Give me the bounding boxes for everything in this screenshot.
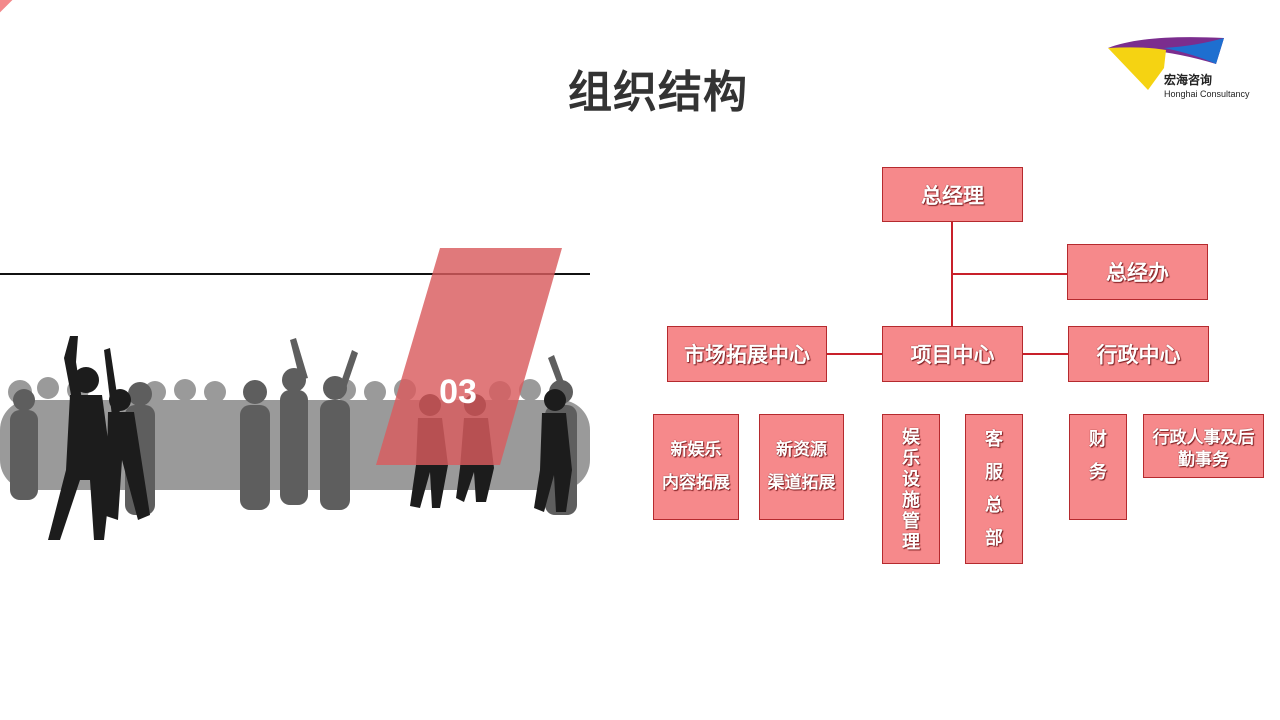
org-box-new-entertainment-line2: 内容拓展 — [662, 473, 730, 493]
org-box-new-resources: 新资源 渠道拓展 — [759, 414, 844, 520]
org-box-hr-logistics: 行政人事及后 勤事务 — [1143, 414, 1264, 478]
org-box-facility-management: 娱 乐 设 施 管 理 — [882, 414, 940, 564]
org-box-admin-center: 行政中心 — [1068, 326, 1209, 382]
section-number: 03 — [439, 373, 477, 411]
section-divider-line — [0, 273, 590, 275]
org-box-customer-service: 客 服 总 部 — [965, 414, 1023, 564]
org-box-new-entertainment-line1: 新娱乐 — [670, 440, 722, 460]
org-box-hr-logistics-line1: 行政人事及后 — [1152, 428, 1255, 448]
org-box-finance: 财 务 — [1069, 414, 1127, 520]
logo-mark-icon — [1108, 37, 1224, 90]
logo-name-en: Honghai Consultancy — [1164, 89, 1250, 99]
org-box-project-center: 项目中心 — [882, 326, 1023, 382]
org-box-gm-office: 总经办 — [1067, 244, 1208, 300]
org-box-hr-logistics-line2: 勤事务 — [1178, 450, 1229, 470]
company-logo: 宏海咨询 Honghai Consultancy — [1104, 34, 1254, 104]
org-box-general-manager: 总经理 — [882, 167, 1023, 222]
page-title: 组织结构 — [568, 67, 748, 118]
org-box-new-resources-line1: 新资源 — [776, 440, 827, 460]
logo-name-cn: 宏海咨询 — [1164, 73, 1213, 87]
org-box-new-entertainment: 新娱乐 内容拓展 — [653, 414, 739, 520]
org-box-new-resources-line2: 渠道拓展 — [767, 473, 836, 493]
org-box-market-center: 市场拓展中心 — [667, 326, 827, 382]
